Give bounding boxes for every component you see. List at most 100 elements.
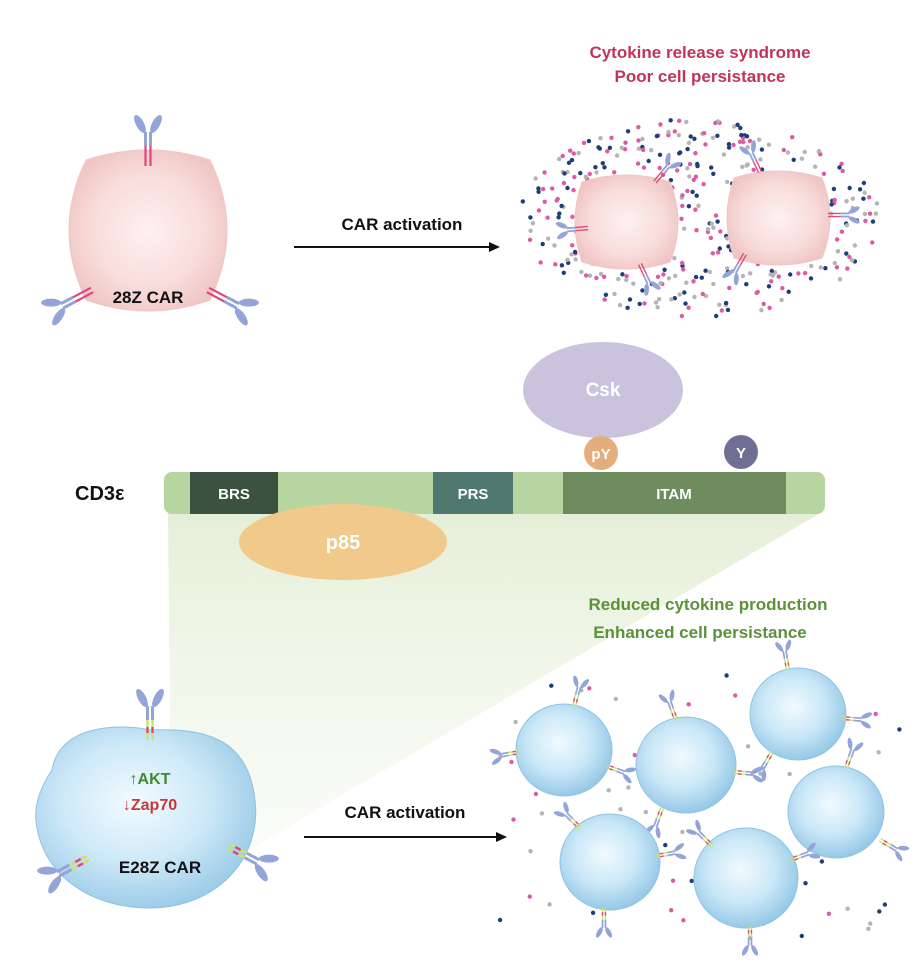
- cytokine-dot: [757, 137, 762, 142]
- cytokine-dot: [726, 244, 731, 249]
- cytokine-dot: [718, 229, 723, 234]
- cytokine-dot: [655, 274, 661, 279]
- cytokine-dot: [748, 271, 753, 276]
- zoom-cone: [168, 512, 822, 860]
- cytokine-dot: [799, 156, 805, 161]
- cytokine-dot: [726, 142, 732, 147]
- cytokine-dot: [813, 164, 818, 169]
- cytokine-dot: [686, 702, 691, 707]
- cytokine-dot: [725, 307, 731, 313]
- cytokine-dot: [545, 215, 550, 220]
- outcome-bottom-line1: Reduced cytokine production: [589, 595, 828, 614]
- domain-prs: [433, 472, 513, 514]
- cytokine-dot: [587, 686, 592, 691]
- car-receptor: [828, 205, 861, 225]
- cytokine-dot: [802, 270, 808, 276]
- cytokine-dot: [691, 177, 696, 182]
- cytokine-dot: [700, 291, 705, 297]
- cytokine-dot: [536, 208, 542, 213]
- cytokine-dot: [832, 197, 837, 203]
- cytokine-dot: [560, 153, 565, 159]
- cytokine-dot: [745, 744, 751, 749]
- car-receptor: [773, 638, 797, 671]
- cytokine-dot: [547, 902, 552, 907]
- cytokine-dot: [530, 221, 536, 226]
- cytokine-dot: [839, 161, 844, 166]
- cytokine-dot: [786, 289, 791, 294]
- cytokine-dot: [573, 257, 578, 262]
- cytokine-dot: [705, 227, 711, 232]
- cytokine-dot: [583, 174, 588, 180]
- cytokine-dot: [680, 260, 685, 266]
- cytokine-dot: [685, 146, 690, 152]
- cytokine-dot: [641, 147, 646, 153]
- cytokine-dot: [581, 140, 587, 146]
- cytokine-dot: [874, 201, 880, 206]
- cytokine-dot: [602, 297, 607, 302]
- cytokine-dot: [711, 171, 716, 176]
- cytokine-dot: [687, 174, 692, 179]
- cytokine-dot: [823, 266, 828, 271]
- cytokine-dot: [556, 215, 561, 220]
- cytokine-dot: [868, 921, 873, 926]
- cytokine-dot: [844, 251, 849, 256]
- cytokine-dot: [744, 134, 750, 139]
- cytokine-dot: [850, 196, 856, 201]
- cytokine-dot: [867, 211, 873, 216]
- cytokine-dot: [702, 131, 707, 136]
- cytokine-dot: [802, 149, 807, 155]
- cytokine-dot: [626, 785, 631, 790]
- cytokine-dot: [640, 136, 645, 142]
- cytokine-dot: [684, 119, 689, 125]
- cytokine-dot: [572, 174, 577, 180]
- cytokine-dot: [557, 156, 562, 162]
- prs-label: PRS: [458, 486, 489, 503]
- cytokine-dot: [685, 166, 690, 171]
- activated-cell-blue: [787, 765, 885, 859]
- cytokine-dot: [625, 305, 630, 310]
- cytokine-dot: [528, 849, 533, 854]
- cd3e-bar: BRS PRS ITAM: [164, 472, 825, 514]
- cytokine-dot: [787, 771, 792, 777]
- cytokine-dot: [711, 281, 716, 287]
- cytokine-dot: [776, 274, 781, 279]
- cytokine-dot: [583, 273, 589, 278]
- cytokine-dot: [735, 122, 740, 128]
- cytokine-dot: [897, 727, 902, 732]
- cytokine-dot: [693, 207, 698, 212]
- cytokine-dot: [682, 226, 687, 231]
- cytokine-dot: [632, 752, 637, 758]
- cytokine-dot: [542, 199, 547, 204]
- cell-label-28z-car: 28Z CAR: [113, 288, 184, 307]
- cytokine-dot: [696, 203, 701, 208]
- cytokine-dot: [612, 170, 617, 175]
- py-site: [584, 436, 618, 470]
- cytokine-dot: [533, 176, 538, 181]
- cytokine-dot: [646, 158, 651, 164]
- cytokine-dot: [796, 271, 801, 276]
- cytokine-dot: [818, 265, 823, 270]
- cytokine-dot: [826, 911, 832, 916]
- cytokine-dot: [873, 211, 879, 216]
- cytokine-dot: [873, 711, 878, 717]
- cytokine-dot: [714, 313, 719, 319]
- cytokine-dot: [766, 284, 772, 289]
- cell-label-e28z-car: E28Z CAR: [119, 858, 201, 877]
- cytokine-dot: [863, 218, 868, 224]
- cytokine-dot: [675, 168, 680, 173]
- cytokine-dot: [642, 301, 647, 306]
- cytokine-dot: [616, 276, 621, 282]
- cytokine-dot: [785, 150, 791, 155]
- cytokine-dot: [624, 273, 629, 279]
- cell-e28z-car: ↑AKT ↓Zap70 E28Z CAR: [32, 685, 284, 909]
- cytokine-dot: [832, 260, 837, 266]
- cytokine-dot: [576, 150, 581, 156]
- activated-cell-blue: [749, 667, 847, 761]
- cytokine-dot: [711, 225, 716, 230]
- cytokine-dot: [623, 140, 628, 145]
- cytokine-dot: [840, 168, 845, 174]
- cytokine-dot: [609, 135, 614, 140]
- cytokine-dot: [627, 297, 633, 302]
- cytokine-dot: [769, 279, 774, 284]
